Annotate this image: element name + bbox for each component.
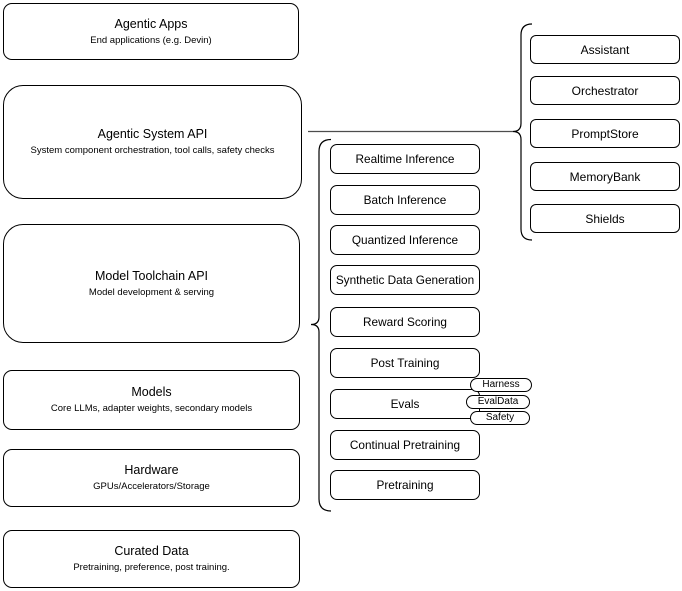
- node-model-toolchain-api: Model Toolchain API Model development & …: [3, 224, 300, 343]
- node-title: Agentic Apps: [114, 16, 188, 31]
- node-assistant: Assistant: [530, 35, 680, 64]
- node-pretraining: Pretraining: [330, 470, 480, 500]
- node-title: Curated Data: [114, 544, 189, 558]
- node-title: Models: [131, 385, 172, 399]
- node-shields: Shields: [530, 204, 680, 233]
- node-models: Models Core LLMs, adapter weights, secon…: [3, 370, 300, 430]
- node-subtitle: Core LLMs, adapter weights, secondary mo…: [50, 403, 253, 414]
- node-batch-inference: Batch Inference: [330, 185, 480, 215]
- pill-evaldata: EvalData: [466, 395, 530, 409]
- node-promptstore: PromptStore: [530, 119, 680, 148]
- node-continual-pretraining: Continual Pretraining: [330, 430, 480, 460]
- node-subtitle: Pretraining, preference, post training.: [73, 562, 230, 573]
- node-agentic-apps: Agentic Apps End applications (e.g. Devi…: [3, 3, 299, 60]
- node-synthetic-data-generation: Synthetic Data Generation: [330, 265, 480, 295]
- node-subtitle: System component orchestration, tool cal…: [30, 145, 275, 156]
- node-hardware: Hardware GPUs/Accelerators/Storage: [3, 449, 300, 507]
- node-orchestrator: Orchestrator: [530, 76, 680, 105]
- node-subtitle: Model development & serving: [88, 286, 215, 298]
- node-title: Hardware: [124, 463, 179, 477]
- node-evals: Evals: [330, 389, 480, 419]
- node-title: Model Toolchain API: [94, 268, 209, 283]
- node-quantized-inference: Quantized Inference: [330, 225, 480, 255]
- node-agentic-system-api: Agentic System API System component orch…: [3, 85, 302, 199]
- node-realtime-inference: Realtime Inference: [330, 144, 480, 174]
- node-subtitle: GPUs/Accelerators/Storage: [93, 481, 210, 492]
- node-curated-data: Curated Data Pretraining, preference, po…: [3, 530, 300, 588]
- pill-harness: Harness: [470, 378, 532, 392]
- node-memorybank: MemoryBank: [530, 162, 680, 191]
- node-post-training: Post Training: [330, 348, 480, 378]
- toolchain-curly-brace: [310, 138, 332, 512]
- node-title: Agentic System API: [97, 127, 208, 141]
- node-reward-scoring: Reward Scoring: [330, 307, 480, 337]
- pill-safety: Safety: [470, 411, 530, 425]
- node-subtitle: End applications (e.g. Devin): [90, 34, 212, 46]
